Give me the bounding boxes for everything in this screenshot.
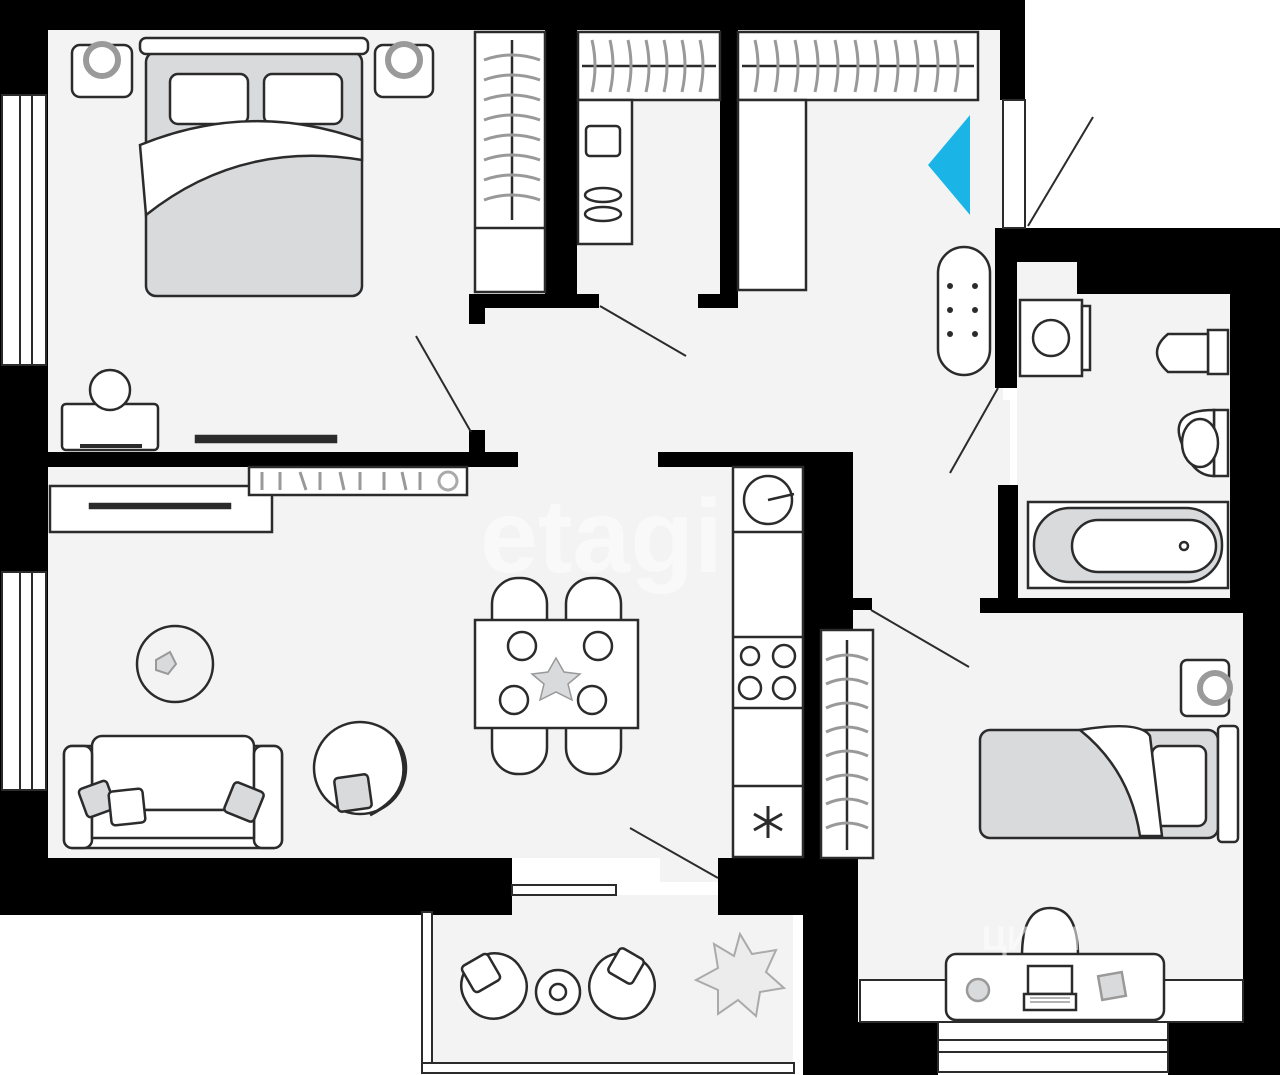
wall-closet-2: [720, 30, 738, 300]
bedroom-furniture: [60, 36, 435, 452]
tv-stand: [194, 434, 338, 444]
balcony-furniture: [460, 931, 787, 1020]
entrance-marker-icon: [928, 115, 970, 215]
wall-right: [1230, 228, 1280, 613]
window-living: [1, 571, 47, 791]
kitchen-floor: [660, 462, 735, 882]
toilet: [1155, 328, 1230, 376]
bathtub: [1026, 500, 1230, 590]
wall-kitchen-jamb: [850, 598, 872, 610]
wall-bath-left: [995, 228, 1017, 388]
wall-kitchen-right: [803, 452, 853, 632]
wall-bath-top2: [1077, 228, 1245, 294]
watermark-etagi: etagi: [480, 479, 723, 595]
hallway-cabinet: [736, 98, 808, 292]
wall-top: [0, 0, 1025, 30]
wall-right-lower: [1243, 600, 1280, 1075]
sink: [1177, 408, 1230, 478]
wall-bedroom-bottom: [48, 452, 518, 467]
sofa: [62, 734, 284, 850]
bathroom-fixtures: [1018, 298, 1230, 590]
wardrobe-bedroom: [473, 30, 547, 294]
wall-closet-bottom-1: [469, 294, 599, 308]
wall-bedroom2-bottom: [858, 1022, 938, 1075]
wall-door-jamb: [469, 430, 485, 460]
snowflake-icon: [753, 806, 783, 838]
window-balcony-bottom: [421, 1062, 795, 1074]
wall-closet-left-jamb: [469, 294, 485, 324]
bookshelf: [247, 465, 469, 497]
entrance-door-frame: [1002, 99, 1026, 229]
wall-closet-1: [545, 30, 577, 300]
dining-set: [473, 576, 640, 776]
cooktop: [737, 643, 797, 701]
window-balcony-left: [421, 911, 433, 1073]
kitchen-furniture: [731, 465, 875, 860]
wall-living-bottom: [0, 858, 512, 915]
living-room-furniture: [48, 465, 640, 850]
armchair: [312, 720, 408, 817]
desk: [944, 906, 1166, 1022]
window-bedroom2: [937, 1021, 1169, 1073]
door-swings: [415, 116, 1094, 879]
plant-icon: [530, 656, 582, 702]
wall-entrance-right: [1000, 0, 1025, 100]
hallway-floor-2: [850, 400, 1010, 630]
window-balcony-door: [511, 884, 617, 896]
second-bedroom-furniture: [944, 658, 1240, 1022]
wall-bedroom2-bottom-r: [1168, 1022, 1280, 1075]
wall-bath-left2: [998, 485, 1018, 610]
windows: [1, 94, 1244, 1074]
single-bed: [978, 724, 1240, 844]
hallway-bench: [936, 245, 992, 377]
wall-bath-bottom: [980, 598, 1245, 613]
closets: [473, 30, 992, 377]
wall-kitchen-lower: [803, 632, 821, 882]
balcony-chair-right: [588, 947, 656, 1020]
window-bedroom: [1, 94, 47, 366]
balcony-chair-left: [460, 952, 528, 1020]
wall-closet-bottom-2: [698, 294, 738, 308]
watermark-cian: ЦИАН: [982, 920, 1080, 958]
wall-bedroom2-left: [803, 858, 858, 1075]
wall-living-bottom-2: [718, 858, 808, 915]
shoe-rack: [576, 98, 634, 246]
laptop-icon: [1022, 964, 1078, 1012]
balcony-plant: [693, 931, 787, 1018]
